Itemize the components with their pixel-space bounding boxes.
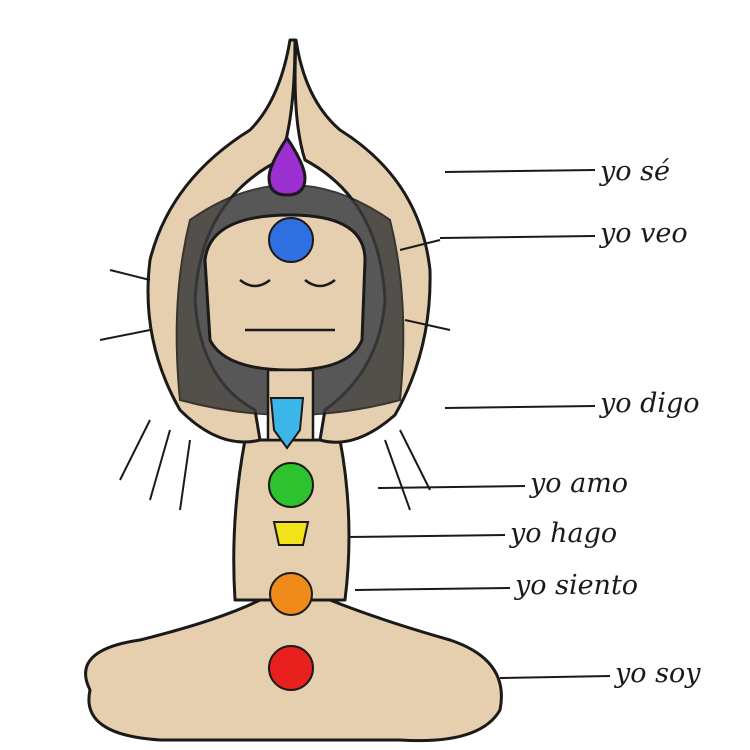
face [203,213,367,372]
label-yo-hago: yo hago [509,518,617,549]
pointer-lines [347,169,611,679]
root-chakra [268,645,314,691]
heart-chakra [268,462,314,508]
crown-chakra [267,135,307,197]
torso [232,438,351,602]
throat-chakra [269,397,305,450]
label-yo-siento: yo siento [514,570,638,601]
label-yo-digo: yo digo [599,388,700,419]
label-yo-amo: yo amo [529,468,628,499]
solar-plexus-chakra [272,521,310,546]
sacral-chakra [269,572,313,616]
third-eye-chakra [268,217,314,263]
label-yo-veo: yo veo [599,218,688,249]
label-yo-soy: yo soy [614,658,701,689]
label-yo-se: yo sé [599,156,670,187]
